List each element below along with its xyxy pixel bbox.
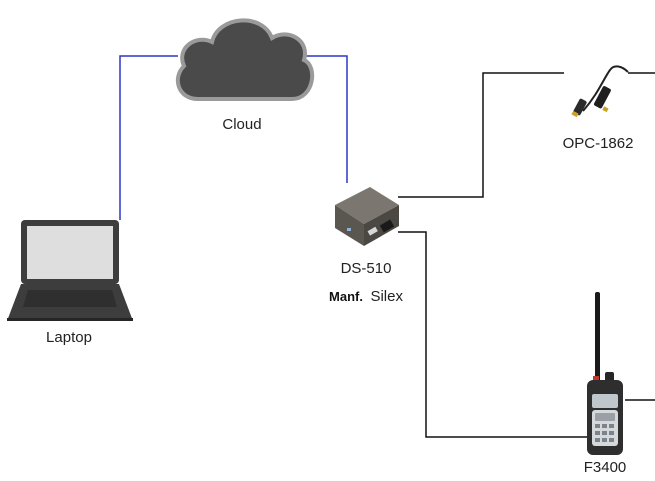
opc-1862-label: OPC-1862	[563, 135, 634, 152]
ds-510-label: DS-510	[341, 260, 392, 277]
laptop-cloud-link	[119, 55, 178, 220]
laptop-icon	[7, 220, 133, 321]
gateway-cable-link	[398, 72, 564, 198]
gateway-radio-link	[398, 231, 590, 438]
cloud-icon	[175, 18, 315, 101]
f3400-label: F3400	[584, 459, 627, 476]
cloud-gateway-link	[306, 55, 348, 183]
opc-1862-cable-icon	[571, 65, 629, 118]
laptop-label: Laptop	[46, 329, 92, 346]
manufacturer-prefix: Manf.	[329, 289, 363, 304]
manufacturer-name: Silex	[370, 288, 403, 305]
cloud-label: Cloud	[222, 116, 261, 133]
f3400-radio-icon	[587, 292, 623, 455]
ds-510-device-icon	[335, 187, 399, 246]
manufacturer-line: Manf. Silex	[329, 288, 403, 305]
